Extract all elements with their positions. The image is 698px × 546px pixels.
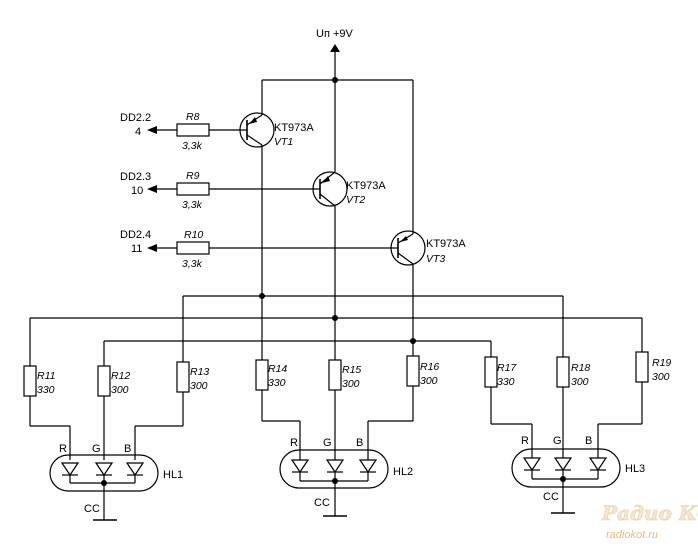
- pin-label-b: B: [585, 435, 592, 447]
- input-arrow: [147, 126, 157, 134]
- input-pin-label: 10: [131, 185, 143, 197]
- resistor-value: 3,3k: [182, 140, 203, 152]
- rgb-led-hl2: R G B CC HL2: [279, 437, 413, 517]
- resistor-ref: R8: [186, 111, 200, 123]
- resistor-ref: R17: [497, 362, 517, 374]
- pin-label-r: R: [59, 443, 67, 455]
- transistor-type: KT973A: [426, 238, 466, 250]
- pin-label-b: B: [124, 443, 131, 455]
- resistor-ref: R12: [111, 370, 130, 382]
- resistor-r10: [176, 241, 210, 255]
- resistor-r9: [176, 182, 210, 196]
- transistor-vt3: KT973A VT3: [390, 230, 466, 266]
- led-package: [511, 448, 621, 488]
- input-pin-label: 11: [131, 243, 142, 255]
- supply-label: Uп +9V: [316, 28, 353, 40]
- resistor-ref: R11: [37, 370, 55, 382]
- input-channel-2: DD2.3 10 R9 3,3k: [120, 170, 317, 211]
- input-arrow: [147, 185, 157, 193]
- resistor-r11: [23, 365, 37, 397]
- resistor-value: 3,3k: [182, 258, 203, 270]
- transistor-ref: VT1: [274, 136, 293, 148]
- input-pin-label: 4: [135, 126, 141, 138]
- resistor-value: 300: [190, 380, 208, 392]
- common-label: CC: [84, 503, 100, 515]
- resistor-ref: R9: [186, 170, 200, 182]
- input-channel-1: DD2.2 4 R8 3,3k: [120, 111, 244, 152]
- led-package: [279, 449, 389, 489]
- resistor-value: 300: [342, 378, 360, 390]
- resistor-value: 300: [652, 371, 670, 383]
- input-arrow: [147, 244, 157, 252]
- pin-label-r: R: [521, 435, 529, 447]
- led-ref: HL2: [393, 466, 413, 478]
- resistor-ref: R14: [268, 363, 287, 375]
- pin-label-b: B: [356, 437, 363, 449]
- input-port-label: DD2.3: [120, 171, 151, 183]
- input-port-label: DD2.2: [120, 112, 151, 124]
- pin-label-g: G: [553, 435, 562, 447]
- supply-arrow: [330, 44, 340, 52]
- watermark-url: radiokot.ru: [606, 529, 658, 541]
- resistor-ref: R15: [342, 364, 361, 376]
- common-label: CC: [543, 491, 559, 503]
- radiokot-watermark-logo: Радио КОТ radiokot.ru: [601, 501, 698, 541]
- resistor-value: 300: [111, 384, 129, 396]
- led-ref: HL1: [163, 469, 183, 481]
- common-label: CC: [314, 497, 330, 509]
- resistor-r15: [328, 359, 342, 391]
- led-feed-wires: [29, 382, 643, 462]
- resistor-r14: [255, 359, 269, 391]
- resistor-r19: [635, 351, 649, 383]
- pin-label-r: R: [290, 437, 298, 449]
- transistor-type: KT973A: [346, 180, 386, 192]
- resistor-value: 300: [420, 375, 438, 387]
- resistor-value: 330: [37, 384, 55, 396]
- transistor-vt1: KT973A VT1: [239, 112, 314, 148]
- rgb-led-hl3: R G B CC HL3: [511, 435, 645, 514]
- pin-label-g: G: [323, 437, 332, 449]
- resistor-r18: [556, 356, 570, 388]
- transistor-ref: VT3: [426, 253, 445, 265]
- supply-rail: Uп +9V: [261, 28, 414, 234]
- resistor-ref: R13: [190, 366, 209, 378]
- resistor-r8: [176, 123, 210, 137]
- input-channel-3: DD2.4 11 R10 3,3k: [120, 229, 395, 270]
- resistor-r12: [97, 365, 111, 397]
- resistor-ref: R18: [571, 362, 590, 374]
- led-resistors: R11 330 R12 300 R13 300 R14 330 R15 300 …: [23, 351, 671, 397]
- pin-label-g: G: [92, 443, 101, 455]
- resistor-ref: R10: [184, 229, 203, 241]
- resistor-value: 330: [268, 377, 286, 389]
- resistor-value: 3,3k: [182, 199, 203, 211]
- transistor-ref: VT2: [346, 194, 365, 206]
- transistor-type: KT973A: [274, 122, 314, 134]
- rgb-led-hl1: R G B CC HL1: [49, 443, 183, 521]
- input-port-label: DD2.4: [120, 229, 151, 241]
- watermark-logo-text: Радио КОТ: [601, 501, 698, 525]
- led-ref: HL3: [625, 463, 645, 475]
- resistor-ref: R16: [420, 361, 439, 373]
- emitter-buses: [29, 145, 643, 366]
- resistor-value: 300: [571, 376, 589, 388]
- resistor-value: 330: [497, 376, 515, 388]
- resistor-r13: [176, 361, 190, 393]
- resistor-ref: R19: [652, 357, 671, 369]
- transistor-vt2: KT973A VT2: [312, 171, 386, 207]
- resistor-r17: [484, 356, 498, 388]
- resistor-r16: [406, 355, 420, 387]
